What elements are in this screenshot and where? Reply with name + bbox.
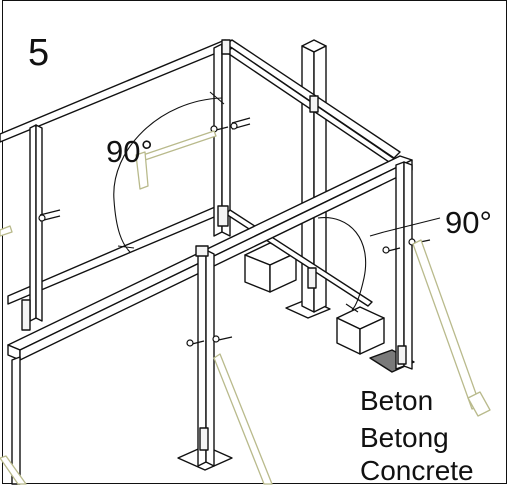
angle-arc-left [113, 97, 223, 253]
angle-tick-right [345, 303, 359, 313]
post-front-right [395, 161, 413, 370]
step-number: 5 [28, 32, 50, 74]
foundation-label-betong: Betong [360, 422, 449, 453]
bracket [309, 95, 319, 113]
bracket [221, 39, 231, 55]
bracket [217, 205, 229, 227]
angle-arc-right [317, 217, 367, 311]
angle-tick-left [117, 245, 135, 249]
foundation-label-concrete: Concrete [360, 455, 474, 486]
angle-label-right: 90° [445, 205, 492, 240]
bracket [199, 427, 209, 451]
bracket [21, 299, 31, 331]
foundation-label-beton: Beton [360, 385, 434, 416]
angle-label-left: 90° [106, 134, 153, 169]
angle-leader-right [383, 217, 441, 233]
bracket [397, 345, 407, 365]
temporary-braces [0, 130, 491, 485]
post-left [29, 124, 43, 322]
concrete-block-front [336, 306, 385, 355]
post-front-left [197, 249, 215, 467]
angle-tick-left [209, 91, 225, 105]
post-far-left [11, 356, 21, 485]
bracket [195, 245, 209, 257]
bracket [307, 267, 317, 289]
angle-tick-right [369, 231, 385, 237]
